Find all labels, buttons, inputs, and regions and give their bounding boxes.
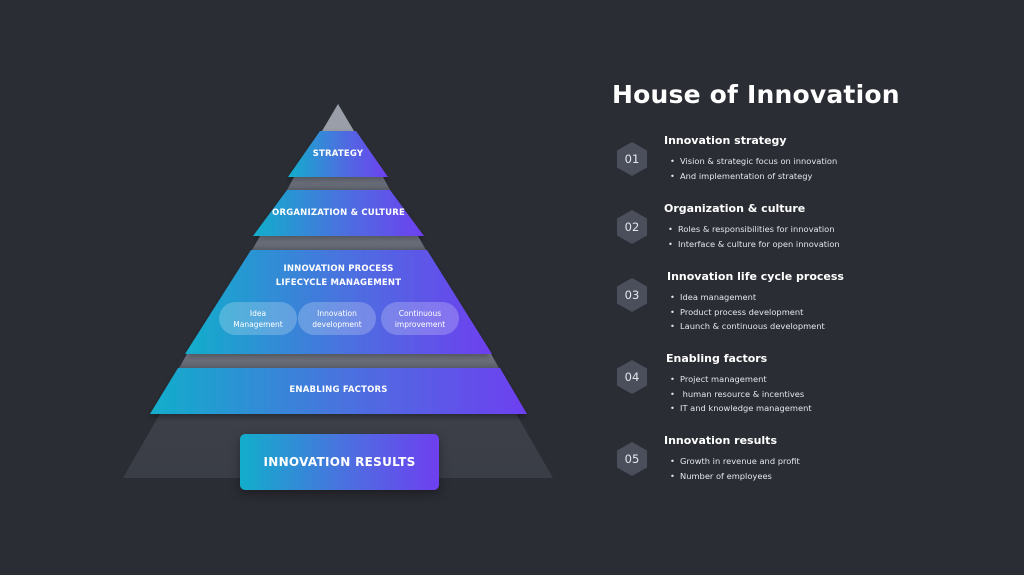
- tier-process-label-line1: INNOVATION PROCESS: [283, 264, 394, 274]
- pill-idea-management: Idea Management: [219, 302, 297, 335]
- item-title: Innovation life cycle process: [667, 270, 844, 283]
- bullet: •Number of employees: [670, 470, 772, 481]
- tier-enabling-factors: [150, 368, 527, 414]
- item-bullets: •Growth in revenue and profit •Number of…: [670, 454, 800, 483]
- item-number: 05: [624, 452, 640, 466]
- item-bullets: •Vision & strategic focus on innovation …: [670, 154, 837, 183]
- bullet: •Launch & continuous development: [670, 321, 825, 332]
- tier-organization-label: ORGANIZATION & CULTURE: [272, 208, 405, 218]
- bullet: •IT and knowledge management: [670, 403, 812, 414]
- item-number: 04: [624, 370, 640, 384]
- bullet: •Vision & strategic focus on innovation: [670, 156, 838, 166]
- item-title: Enabling factors: [666, 352, 768, 365]
- separator-2: [252, 236, 426, 250]
- tier-enabling-label: ENABLING FACTORS: [289, 385, 388, 395]
- item-number: 02: [624, 220, 640, 234]
- item-title: Innovation strategy: [664, 134, 787, 147]
- tier-strategy: [288, 131, 388, 177]
- item-title: Organization & culture: [664, 202, 806, 215]
- item-bullets: •Roles & responsibilities for innovation…: [668, 222, 840, 251]
- bullet: •Growth in revenue and profit: [670, 456, 800, 466]
- bullet: • human resource & incentives: [670, 388, 805, 399]
- pill-innovation-development: Innovation development: [298, 302, 376, 335]
- hex-icon: [616, 360, 648, 394]
- separator-3: [179, 354, 499, 368]
- item-title: Innovation results: [664, 434, 777, 447]
- separator-1: [287, 177, 390, 190]
- bullet: •Product process development: [670, 306, 804, 317]
- bullet: •Interface & culture for open innovation: [668, 238, 840, 249]
- bullet: •Idea management: [670, 292, 757, 302]
- innovation-results-box: INNOVATION RESULTS: [240, 434, 439, 490]
- bullet: •Project management: [670, 374, 767, 384]
- item-bullets: •Project management • human resource & i…: [670, 372, 812, 416]
- hex-icon: [616, 210, 648, 244]
- pill-continuous-improvement: Continuous improvement: [381, 302, 459, 335]
- tier-organization: [253, 190, 424, 236]
- bullet: •Roles & responsibilities for innovation: [668, 224, 835, 234]
- tier-process-label-line2: LIFECYCLE MANAGEMENT: [275, 278, 402, 288]
- tier-innovation-process: [185, 250, 492, 354]
- item-number: 03: [624, 288, 640, 302]
- bullet: •And implementation of strategy: [670, 170, 813, 181]
- tier-strategy-label: STRATEGY: [312, 149, 364, 159]
- page-title: House of Innovation: [612, 80, 900, 109]
- pyramid-apex: [322, 104, 354, 131]
- hex-icon: [616, 142, 648, 176]
- hex-icon: [616, 442, 648, 476]
- item-number: 01: [624, 152, 640, 166]
- item-bullets: •Idea management •Product process develo…: [670, 290, 825, 334]
- hex-icon: [616, 278, 648, 312]
